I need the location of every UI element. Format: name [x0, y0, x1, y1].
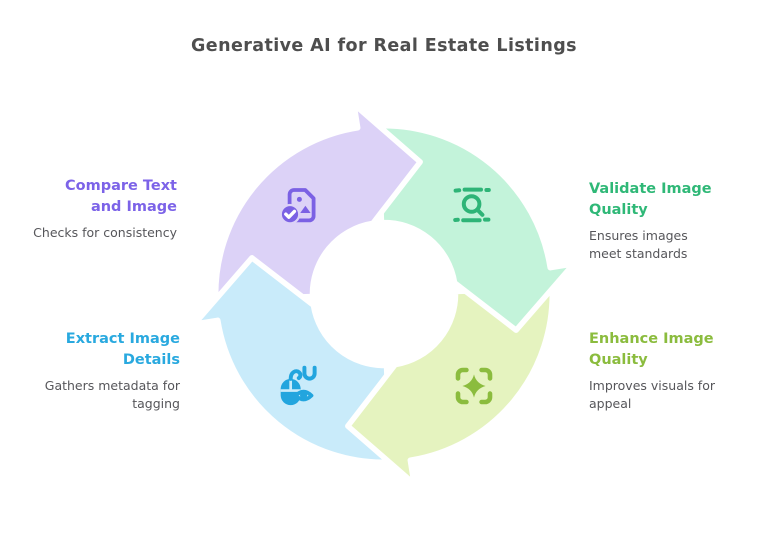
step-compare: Compare Text and Image Checks for consis… [33, 176, 177, 242]
search-validate-icon [453, 187, 491, 223]
step-validate-label: Validate Image Quality [589, 181, 712, 219]
step-extract: Extract Image Details Gathers metadata f… [38, 329, 180, 413]
page-title: Generative AI for Real Estate Listings [191, 36, 577, 56]
step-validate: Validate Image Quality Ensures images me… [589, 179, 768, 263]
step-enhance-description: Improves visuals for appeal [589, 378, 715, 412]
step-extract-description: Gathers metadata for tagging [44, 378, 180, 412]
step-enhance-label: Enhance Image Quality [589, 331, 714, 369]
mouse-eye-icon [280, 365, 317, 406]
image-check-icon [279, 188, 316, 225]
step-compare-description: Checks for consistency [33, 225, 177, 241]
cycle-diagram [164, 74, 604, 514]
sparkle-frame-icon [455, 367, 493, 405]
step-compare-label: Compare Text and Image [65, 178, 177, 216]
step-enhance: Enhance Image Quality Improves visuals f… [589, 329, 739, 413]
step-validate-description: Ensures images meet standards [589, 228, 688, 262]
step-extract-label: Extract Image Details [65, 331, 180, 369]
